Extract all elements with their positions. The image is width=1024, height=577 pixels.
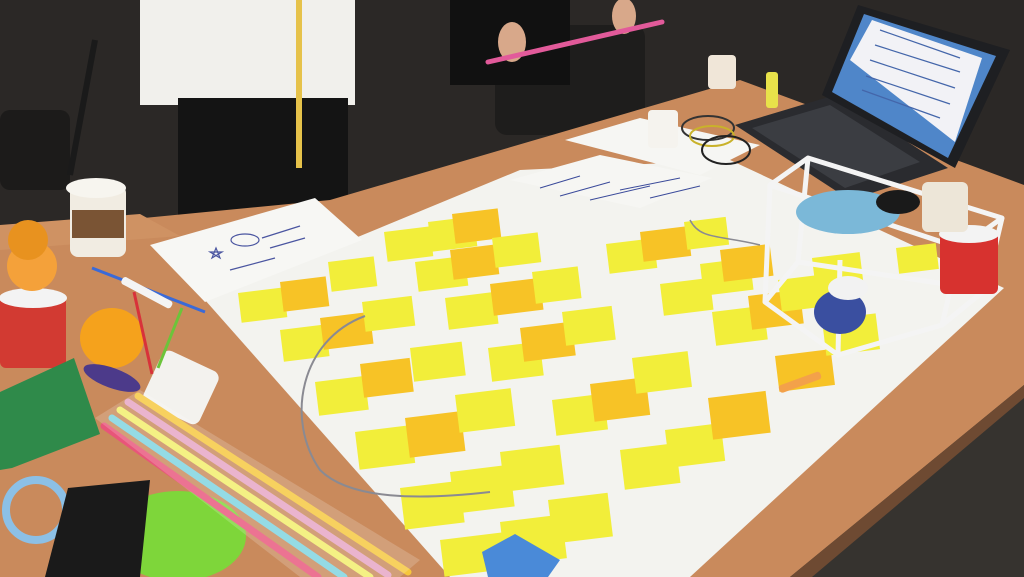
black-bag xyxy=(45,480,150,577)
sticky-note xyxy=(314,375,369,416)
handwritten-notes xyxy=(539,175,701,201)
crayon xyxy=(778,371,822,393)
sticky-note xyxy=(444,291,499,330)
wire xyxy=(300,315,491,498)
sticky-note xyxy=(355,425,416,470)
sticky-note xyxy=(500,444,565,492)
hand-right xyxy=(612,0,636,34)
laptop-keyboard xyxy=(752,105,920,188)
sticky-note xyxy=(720,243,774,282)
sticky-note xyxy=(238,287,288,323)
sticky-note xyxy=(384,226,434,262)
wooden-stick xyxy=(296,0,302,168)
cube-bottom xyxy=(762,259,988,358)
cups xyxy=(0,55,999,425)
scribble-2 xyxy=(229,257,276,271)
sticky-note xyxy=(548,492,613,544)
sticky-note xyxy=(683,216,730,250)
paper-cup-white xyxy=(143,350,219,425)
sticky-note xyxy=(400,480,465,530)
sticky-note xyxy=(659,277,714,316)
glue-stick xyxy=(766,72,778,108)
orange-balloon xyxy=(80,308,144,368)
wire-2 xyxy=(689,219,761,246)
sticky-note xyxy=(360,357,414,398)
blue-package xyxy=(482,534,560,577)
sticky-note xyxy=(775,349,835,392)
oval-sketch xyxy=(230,233,260,247)
diagram-sketch xyxy=(207,225,306,271)
scribble-1 xyxy=(269,237,306,249)
sticky-note xyxy=(708,390,771,440)
paper-cup-top xyxy=(648,110,678,148)
chair-leg xyxy=(67,39,98,176)
sticky-note xyxy=(450,464,515,514)
sticky-note xyxy=(562,305,616,346)
person-dark xyxy=(450,0,665,85)
cube-edge xyxy=(762,184,773,303)
hand-left xyxy=(498,22,526,62)
sticky-note xyxy=(492,232,542,268)
sticky-note xyxy=(640,226,692,262)
pink-stick xyxy=(485,19,665,65)
sticky-note xyxy=(590,377,651,422)
sticky-note xyxy=(665,423,726,468)
sticky-note xyxy=(632,351,692,394)
paper-cup-red xyxy=(0,296,66,368)
sticky-note xyxy=(405,411,466,458)
mouse-pad xyxy=(796,190,900,234)
sticky-note xyxy=(532,266,582,304)
mouse xyxy=(876,190,920,214)
paper-cup-top-right xyxy=(708,55,736,89)
laptop-screen-text xyxy=(861,29,961,119)
yarn-tissue xyxy=(828,276,868,300)
marker xyxy=(121,277,173,309)
arrow-sketch xyxy=(261,225,301,239)
chair-left xyxy=(0,110,70,190)
sticky-note xyxy=(320,311,374,350)
sticky-note xyxy=(451,208,502,244)
stacked-cups xyxy=(922,182,968,232)
sticky-note xyxy=(519,321,576,362)
sticky-note xyxy=(280,324,330,362)
sticky-note xyxy=(410,341,466,382)
green-book xyxy=(0,358,100,470)
blue-yarn xyxy=(814,290,866,334)
sticky-note xyxy=(620,443,681,490)
paper-cup-red-rim xyxy=(0,288,67,308)
straw-wrapper xyxy=(95,390,420,577)
orange-yarn-2 xyxy=(8,220,48,260)
sticky-note xyxy=(328,256,378,292)
laptop-screen-note xyxy=(850,20,982,142)
diagram-paper xyxy=(150,198,362,302)
cup-lid xyxy=(66,178,126,198)
sticky-note xyxy=(895,243,939,274)
cup-sleeve xyxy=(72,210,124,238)
red-cup-right xyxy=(940,232,998,294)
sticky-note xyxy=(489,277,544,316)
cable-bundle xyxy=(681,115,751,165)
table-edge-front xyxy=(790,385,1024,577)
star-sketch xyxy=(207,246,225,260)
sticky-note xyxy=(455,388,516,433)
straw-bundle xyxy=(100,392,412,577)
sticky-note xyxy=(450,244,500,280)
red-straw xyxy=(132,291,154,375)
person-white-shirt xyxy=(140,0,355,228)
purple-balloon xyxy=(83,364,141,392)
sticky-note xyxy=(279,276,330,312)
laptop xyxy=(735,5,1010,200)
shirt xyxy=(140,0,355,105)
sticky-note xyxy=(362,295,416,332)
green-straw xyxy=(156,307,184,369)
